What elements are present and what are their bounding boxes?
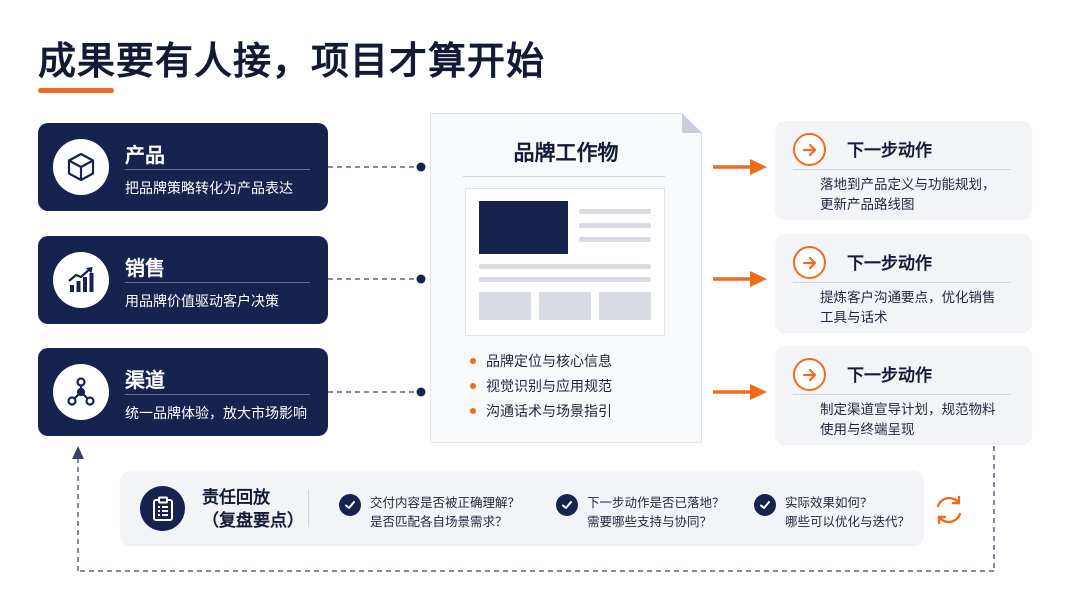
clipboard-icon — [140, 486, 185, 531]
question-line: 交付内容是否被正确理解？ — [370, 495, 521, 510]
card-product: 产品 把品牌策略转化为产品表达 — [38, 123, 328, 211]
review-title-line: （复盘要点） — [202, 511, 304, 531]
card-divider — [793, 169, 1011, 170]
refresh-icon — [936, 495, 962, 525]
card-sales: 销售 用品牌价值驱动客户决策 — [38, 236, 328, 324]
next-step-desc: 落地到产品定义与功能规划， 更新产品路线图 — [820, 175, 1020, 215]
list-item: 沟通话术与场景指引 — [470, 398, 612, 423]
document-bullets: 品牌定位与核心信息 视觉识别与应用规范 沟通话术与场景指引 — [470, 348, 612, 423]
list-item: 视觉识别与应用规范 — [470, 373, 612, 398]
question-line: 下一步动作是否已落地？ — [587, 495, 725, 510]
review-question: 交付内容是否被正确理解？ 是否匹配各自场景需求？ — [339, 493, 520, 531]
preview-line — [579, 237, 651, 242]
question-line: 实际效果如何？ — [785, 495, 873, 510]
arrow-right-icon — [793, 133, 826, 166]
growth-chart-icon — [53, 252, 109, 308]
bullet-text: 品牌定位与核心信息 — [486, 353, 612, 370]
review-question: 下一步动作是否已落地？ 需要哪些支持与协同？ — [556, 493, 725, 531]
next-step-title: 下一步动作 — [847, 254, 932, 274]
card-title: 产品 — [125, 143, 165, 167]
card-desc: 用品牌价值驱动客户决策 — [125, 294, 279, 310]
desc-line: 落地到产品定义与功能规划， — [820, 177, 996, 193]
document-preview — [465, 188, 665, 336]
question-line: 是否匹配各自场景需求？ — [370, 514, 508, 529]
question-text: 交付内容是否被正确理解？ 是否匹配各自场景需求？ — [370, 493, 520, 531]
card-divider — [125, 169, 310, 170]
next-step-desc: 制定渠道宣导计划，规范物料 使用与终端呈现 — [820, 400, 1020, 440]
card-divider — [793, 394, 1011, 395]
check-icon — [556, 494, 578, 516]
review-title: 责任回放 （复盘要点） — [202, 487, 304, 533]
card-channel: 渠道 统一品牌体验，放大市场影响 — [38, 348, 328, 436]
arrow-right-icon — [793, 246, 826, 279]
question-line: 需要哪些支持与协同？ — [587, 514, 713, 529]
title-underline — [38, 88, 114, 93]
document-rule — [463, 176, 665, 177]
preview-block — [599, 292, 651, 320]
bullet-text: 沟通话术与场景指引 — [486, 403, 612, 420]
card-divider — [125, 282, 310, 283]
desc-line: 更新产品路线图 — [820, 197, 915, 213]
check-icon — [754, 494, 776, 516]
question-text: 下一步动作是否已落地？ 需要哪些支持与协同？ — [587, 493, 725, 531]
card-desc: 把品牌策略转化为产品表达 — [125, 181, 293, 197]
preview-block — [539, 292, 591, 320]
network-icon — [53, 364, 109, 420]
preview-block — [479, 292, 531, 320]
review-title-line: 责任回放 — [202, 488, 270, 508]
next-step-card-channel: 下一步动作 制定渠道宣导计划，规范物料 使用与终端呈现 — [775, 346, 1032, 445]
next-step-title: 下一步动作 — [847, 366, 932, 386]
preview-line — [479, 277, 651, 282]
question-text: 实际效果如何？ 哪些可以优化与迭代？ — [785, 493, 910, 531]
bullet-dot — [470, 407, 476, 414]
document-fold — [682, 113, 702, 133]
review-question: 实际效果如何？ 哪些可以优化与迭代？ — [754, 493, 910, 531]
preview-line — [579, 209, 651, 214]
next-step-title: 下一步动作 — [847, 141, 932, 161]
desc-line: 使用与终端呈现 — [820, 422, 915, 438]
desc-line: 提炼客户沟通要点，优化销售 — [820, 290, 996, 306]
bullet-dot — [470, 382, 476, 389]
check-icon — [339, 494, 361, 516]
card-title: 销售 — [125, 256, 165, 280]
card-divider — [793, 282, 1011, 283]
card-divider — [125, 394, 310, 395]
bullet-text: 视觉识别与应用规范 — [486, 378, 612, 395]
bullet-dot — [470, 357, 476, 364]
divider — [308, 490, 309, 527]
page-title: 成果要有人接，项目才算开始 — [38, 39, 546, 83]
desc-line: 制定渠道宣导计划，规范物料 — [820, 402, 996, 418]
card-title: 渠道 — [125, 368, 165, 392]
box-icon — [53, 139, 109, 195]
question-line: 哪些可以优化与迭代？ — [785, 514, 911, 529]
list-item: 品牌定位与核心信息 — [470, 348, 612, 373]
next-step-card-product: 下一步动作 落地到产品定义与功能规划， 更新产品路线图 — [775, 121, 1032, 220]
desc-line: 工具与话术 — [820, 310, 888, 326]
arrow-right-icon — [793, 358, 826, 391]
next-step-desc: 提炼客户沟通要点，优化销售 工具与话术 — [820, 288, 1020, 328]
next-step-card-sales: 下一步动作 提炼客户沟通要点，优化销售 工具与话术 — [775, 234, 1032, 333]
document-title: 品牌工作物 — [513, 141, 619, 165]
preview-line — [479, 264, 651, 269]
card-desc: 统一品牌体验，放大市场影响 — [125, 406, 307, 422]
review-bar: 责任回放 （复盘要点） 交付内容是否被正确理解？ 是否匹配各自场景需求？ 下一步… — [120, 471, 924, 546]
preview-line — [579, 223, 651, 228]
preview-hero-block — [479, 201, 568, 254]
